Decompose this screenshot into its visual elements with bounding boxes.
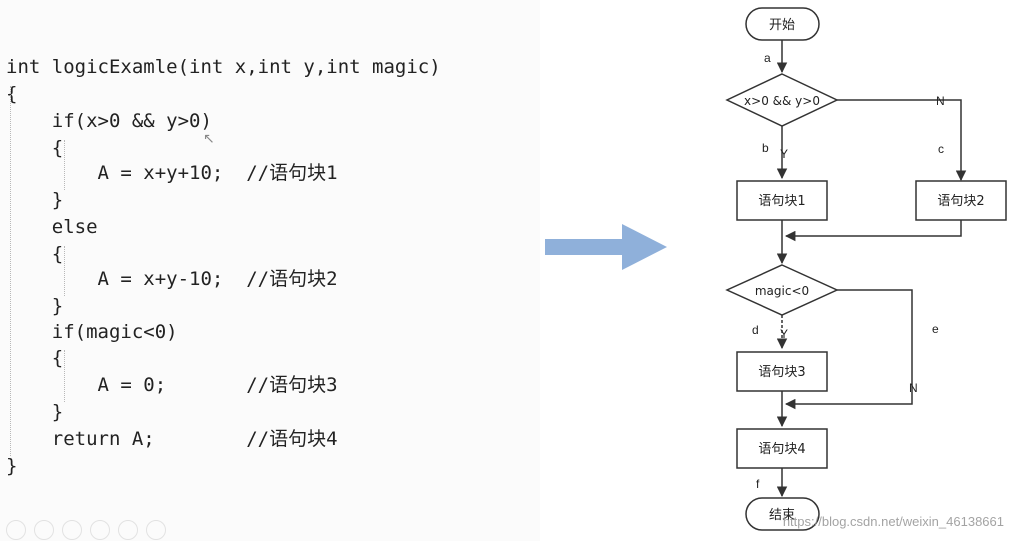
code-line: A = x+y-10; //语句块2 — [6, 268, 338, 290]
edge-label-no-2: N — [909, 381, 918, 395]
code-line: if(x>0 && y>0) — [6, 110, 212, 132]
edge-label-no-1: N — [936, 94, 945, 108]
edge-e — [784, 289, 913, 410]
code-line: { — [6, 83, 18, 105]
edge-label-f: f — [756, 477, 760, 491]
decision-2-label: magic<0 — [755, 284, 809, 298]
toolbar-circle-icon — [118, 520, 138, 540]
code-line: return A; //语句块4 — [6, 428, 338, 450]
edge-block2-merge — [784, 220, 962, 242]
block-2-node: 语句块2 — [915, 180, 1007, 221]
code-line: } — [6, 455, 18, 477]
edge-c — [837, 99, 967, 182]
decision-1-label: x>0 && y>0 — [744, 94, 820, 108]
flowchart: 开始 a x>0 && y>0 b Y N c 语句块1 语句块2 magic<… — [725, 7, 1007, 531]
indent-guide — [64, 246, 65, 296]
block-4-node: 语句块4 — [736, 428, 828, 469]
watermark-url: https://blog.csdn.net/weixin_46138661 — [782, 514, 1004, 529]
code-line: } — [6, 295, 64, 317]
code-line: if(magic<0) — [6, 321, 178, 343]
block-1-label: 语句块1 — [758, 194, 805, 209]
toolbar-circle-icon — [146, 520, 166, 540]
block-2-label: 语句块2 — [937, 194, 984, 209]
start-node: 开始 — [745, 7, 820, 41]
code-line: else — [6, 216, 98, 238]
indent-guide — [10, 86, 11, 456]
edge-label-e: e — [932, 322, 939, 336]
toolbar-circle-icon — [6, 520, 26, 540]
code-line: A = 0; //语句块3 — [6, 374, 338, 396]
right-arrow-icon — [545, 224, 667, 270]
code-line: { — [6, 347, 64, 369]
code-line: { — [6, 137, 64, 159]
code-line: A = x+y+10; //语句块1 — [6, 162, 338, 184]
decision-node-2: magic<0 — [725, 264, 839, 316]
edge-label-b: b — [762, 141, 769, 155]
block-3-node: 语句块3 — [736, 351, 828, 392]
edge-label-yes-1: Y — [780, 147, 788, 161]
edge-label-d: d — [752, 323, 759, 337]
block-3-label: 语句块3 — [758, 365, 805, 380]
code-panel: int logicExamle(int x,int y,int magic) {… — [0, 56, 441, 541]
block-1-node: 语句块1 — [736, 180, 828, 221]
edge-label-a: a — [764, 51, 771, 65]
toolbar-circle-icon — [62, 520, 82, 540]
code-line: int logicExamle(int x,int y,int magic) — [6, 56, 441, 78]
mouse-cursor-icon: ↖ — [203, 130, 215, 146]
edge-label-c: c — [938, 142, 944, 156]
code-line: } — [6, 189, 64, 211]
start-label: 开始 — [769, 18, 795, 33]
block-4-label: 语句块4 — [758, 442, 805, 457]
faded-toolbar — [0, 519, 256, 541]
end-node: 结束 — [745, 497, 820, 531]
decision-node-1: x>0 && y>0 — [725, 73, 839, 127]
code-line: { — [6, 243, 64, 265]
indent-guide — [64, 350, 65, 402]
end-label: 结束 — [769, 508, 795, 523]
toolbar-circle-icon — [90, 520, 110, 540]
indent-guide — [64, 140, 65, 190]
code-line: } — [6, 401, 64, 423]
toolbar-circle-icon — [34, 520, 54, 540]
edge-label-yes-2: Y — [780, 327, 788, 341]
